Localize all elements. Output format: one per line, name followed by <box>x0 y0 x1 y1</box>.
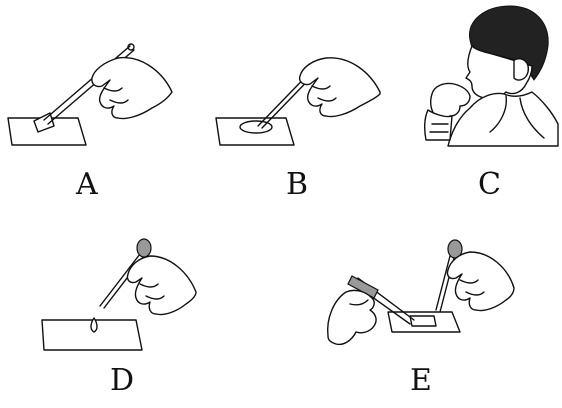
panel-a-illustration <box>7 43 173 146</box>
panel-a-hand <box>91 56 173 120</box>
panel-d-hand <box>126 255 197 316</box>
panel-e-dropper <box>435 239 463 313</box>
panel-a-label: A <box>76 167 98 202</box>
panel-d-drop <box>90 317 98 333</box>
panel-d-illustration <box>41 238 197 351</box>
panel-b-label: B <box>286 167 309 202</box>
panel-c-label: C <box>478 167 501 202</box>
panel-d-label: D <box>110 363 135 398</box>
panel-b-hand <box>298 57 381 118</box>
panel-e-right-hand <box>446 251 515 312</box>
panel-c-illustration <box>423 5 559 147</box>
panel-e-tweezers <box>347 275 415 325</box>
panel-e-test-strip <box>409 315 437 327</box>
panel-c-face <box>465 45 533 100</box>
panel-c-ear <box>513 58 529 81</box>
panel-e-illustration <box>327 239 515 346</box>
panel-c-jacket <box>447 91 559 147</box>
panel-d-slide <box>41 319 143 351</box>
panel-e-dropper-bulb <box>447 239 463 259</box>
panel-b-liquid-drop <box>239 120 273 134</box>
panel-d-dropper <box>99 238 152 309</box>
panel-b-illustration <box>215 57 381 146</box>
panel-d-dropper-bulb <box>136 238 152 258</box>
panel-e-label: E <box>410 363 432 398</box>
panel-e-left-hand <box>327 289 377 346</box>
panel-a-test-strip <box>33 112 55 133</box>
